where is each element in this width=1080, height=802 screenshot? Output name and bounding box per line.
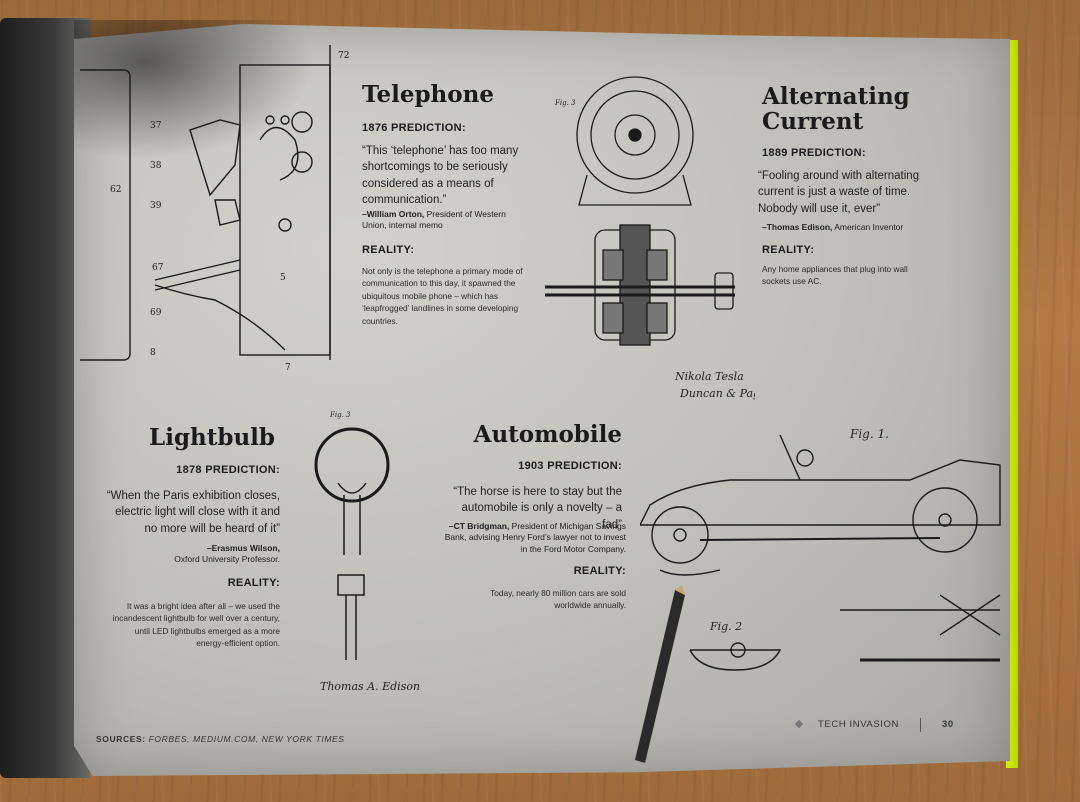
telephone-label-69: 69 [150,308,162,318]
telephone-label-72: 72 [338,51,349,61]
ac-title: Alternating Current [762,83,910,136]
telephone-quote: “This ‘telephone’ has too many shortcomi… [362,145,519,206]
telephone-label-5: 5 [280,273,286,283]
ac-reality-text: Any home appliances that plug into wall … [762,264,908,287]
automobile-attribution: –CT Bridgman, President of Michigan Savi… [440,521,626,555]
telephone-label-7: 7 [285,363,291,373]
lightbulb-prediction-label: 1878 PREDICTION: [176,464,280,476]
telephone-label-37: 37 [150,121,162,131]
telephone-label-62: 62 [110,185,121,195]
telephone-attribution-name: –William Orton, [362,209,425,219]
lightbulb-quote: “When the Paris exhibition closes, elect… [106,490,280,535]
lightbulb-attribution-role: Oxford University Professor. [174,554,280,565]
lightbulb-attribution: –Erasmus Wilson,Oxford University Profes… [120,543,280,566]
ac-fig-label: Fig. 3 [554,99,576,107]
automobile-fig1-label: Fig. 1. [849,427,889,441]
sources-text: FORBES, MEDIUM.COM, NEW YORK TIMES [145,734,345,744]
automobile-attribution-name: –CT Bridgman, [448,521,510,531]
lightbulb-title: Lightbulb [149,424,275,451]
automobile-reality-label: REALITY: [573,565,626,577]
telephone-label-38: 38 [150,161,162,171]
ac-motor-patent-drawing: Fig. 3 Nikola Tesla Duncan & Page [545,76,755,400]
automobile-title: Automobile [473,421,622,448]
ac-quote: “Fooling around with alternating current… [758,170,920,215]
telephone-patent-drawing: 72 37 38 39 62 67 69 8 5 7 [80,45,349,373]
lightbulb-reality-text: It was a bright idea after all – we used… [112,601,280,649]
telephone-reality-text: Not only is the telephone a primary mode… [362,266,523,326]
ac-reality-label: REALITY: [762,244,815,256]
ac-signature-attorneys: Duncan & Page [679,387,755,400]
page-number: 30 [942,719,954,730]
lightbulb-patent-drawing: Fig. 3 Thomas A. Edison [314,411,420,693]
telephone-label-67: 67 [152,263,164,273]
glasses-shadow [74,20,314,160]
telephone-prediction-label: 1876 PREDICTION: [362,122,466,134]
sources-label: SOURCES: [96,734,146,744]
ac-signature-tesla: Nikola Tesla [674,370,744,383]
telephone-title: Telephone [362,81,494,108]
lightbulb-fig-label: Fig. 3 [329,411,351,419]
ac-prediction-label: 1889 PREDICTION: [762,147,866,159]
automobile-quote: “The horse is here to stay but the autom… [453,486,622,531]
lightbulb-reality-label: REALITY: [227,577,280,589]
ac-attribution-role: American Inventor [832,222,904,232]
automobile-fig2-label: Fig. 2 [709,620,742,633]
telephone-label-8: 8 [150,348,156,358]
ac-attribution: –Thomas Edison, American Inventor [762,222,937,233]
telephone-reality-label: REALITY: [362,244,415,256]
ac-attribution-name: –Thomas Edison, [762,222,833,232]
pencil [635,585,685,763]
footer-divider [920,718,921,732]
telephone-label-39: 39 [150,201,162,211]
telephone-attribution: –William Orton, President of Western Uni… [362,209,527,232]
sources-line: SOURCES: FORBES, MEDIUM.COM, NEW YORK TI… [96,734,345,744]
automobile-attribution-role: President of Michigan Savings Bank, advi… [444,521,626,554]
footer-section: TECH INVASION [818,719,899,730]
lightbulb-attribution-name: –Erasmus Wilson, [206,543,280,553]
lightbulb-signature: Thomas A. Edison [320,680,420,693]
automobile-prediction-label: 1903 PREDICTION: [518,460,622,472]
automobile-patent-drawing: Fig. 1. Fig. 2 [640,427,1001,671]
automobile-reality-text: Today, nearly 80 million cars are sold w… [490,588,626,611]
telephone-attribution-role: President of Western Union, internal mem… [362,209,506,231]
